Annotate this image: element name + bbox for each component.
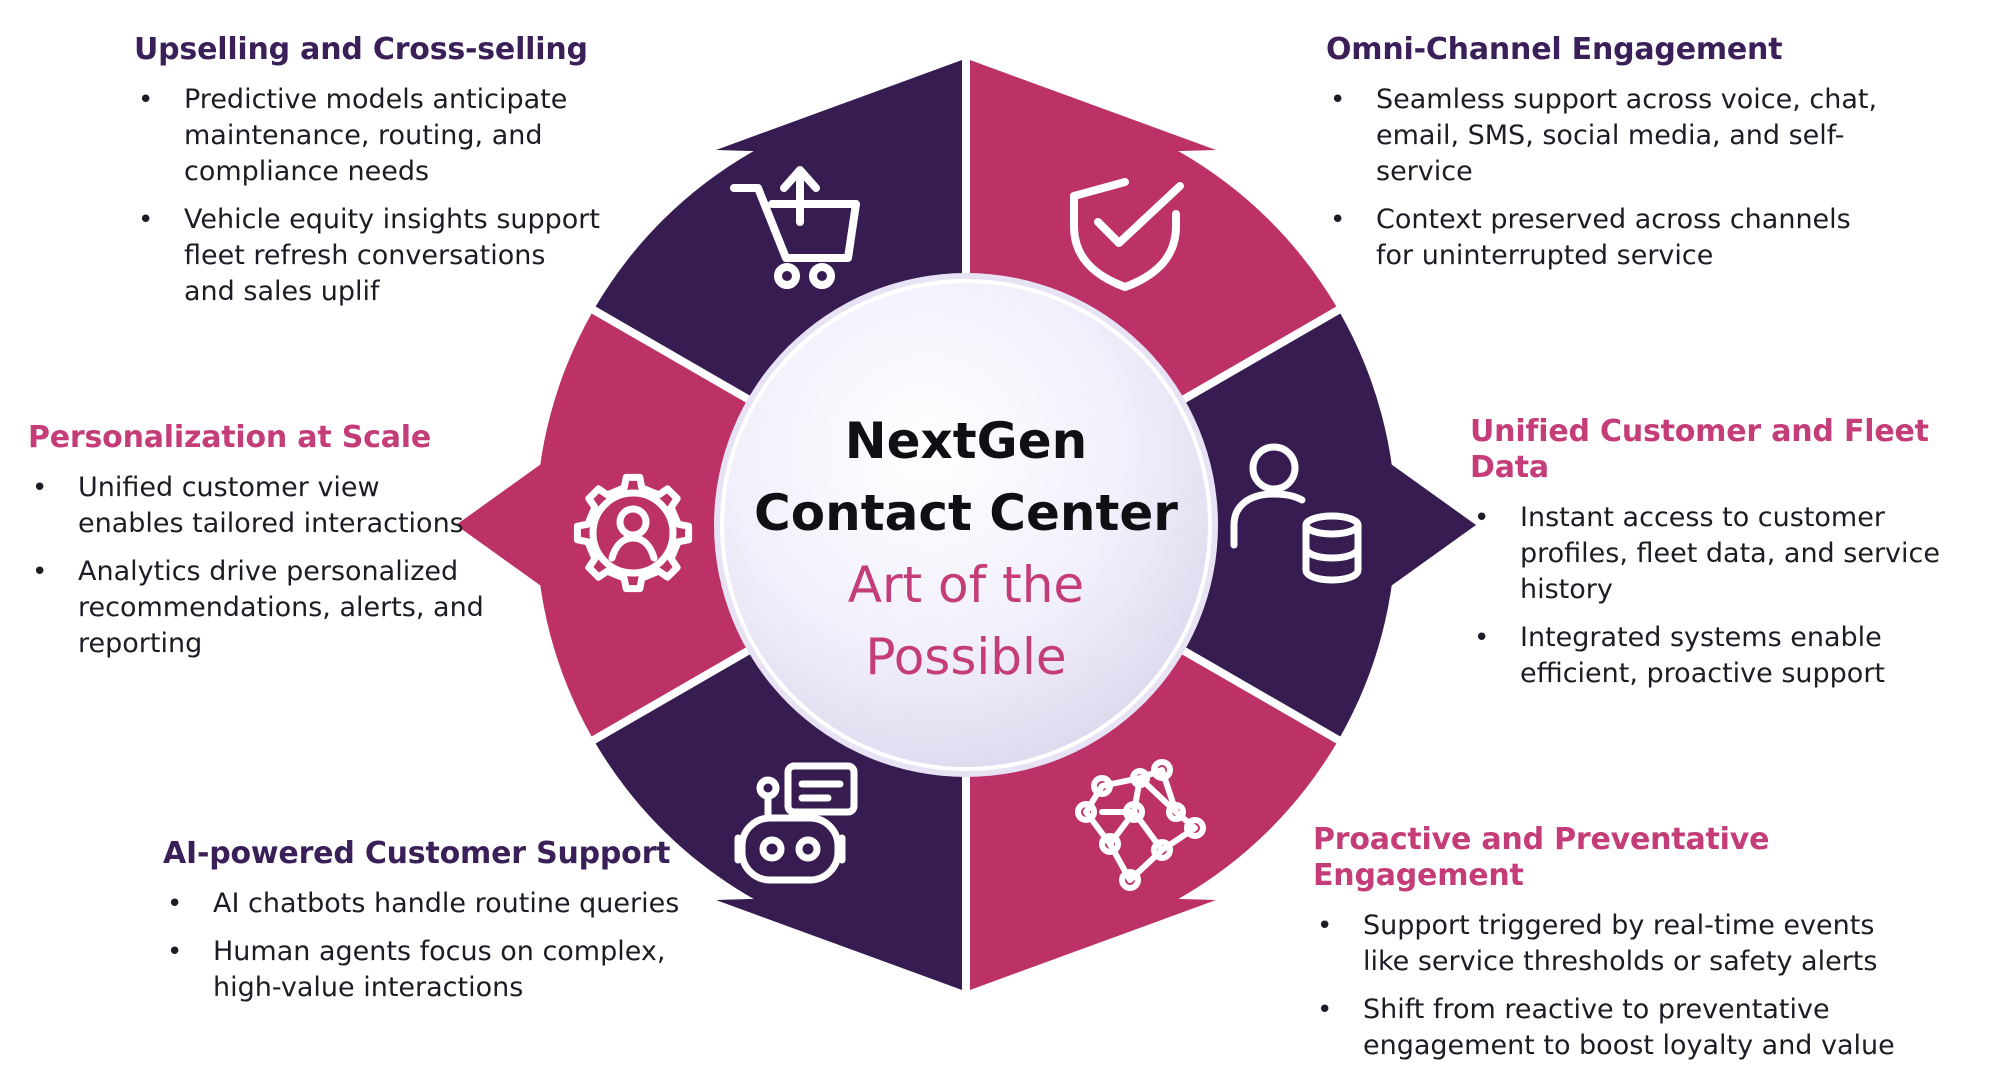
ring-segment [969, 95, 1337, 402]
ring-arrow-tip [716, 60, 962, 155]
panel-upselling: Upselling and Cross-selling •Predictive … [134, 32, 604, 322]
shopping-cart-upload-icon [730, 166, 860, 289]
panel-title: AI-powered Customer Support [163, 836, 671, 871]
center-title-line1: NextGen [844, 412, 1088, 470]
center-circle [720, 279, 1212, 771]
panel-title: Omni-Channel Engagement [1326, 32, 1783, 67]
bullet-item: •Instant access to customer profiles, fl… [1474, 502, 1940, 605]
ring-segment [969, 648, 1337, 955]
panel-personalization: Personalization at Scale •Unified custom… [28, 420, 488, 674]
bullet-item: •Unified customer view enables tailored … [32, 472, 464, 539]
center-title: NextGen Contact Center Art of the Possib… [706, 405, 1226, 693]
ring-arrow-tip [970, 895, 1216, 990]
panel-title: Upselling and Cross-selling [134, 32, 588, 67]
center-title-line2: Contact Center [754, 484, 1178, 542]
bullet-item: •Shift from reactive to preventative eng… [1317, 994, 1895, 1061]
panel-title: Unified Customer and Fleet Data [1470, 414, 1929, 485]
panel-unified-data: Unified Customer and Fleet Data •Instant… [1470, 414, 1990, 704]
bullet-item: •AI chatbots handle routine queries [167, 888, 680, 919]
bullet-item: •Seamless support across voice, chat, em… [1330, 84, 1878, 187]
user-database-icon [1230, 443, 1362, 584]
network-nodes-icon [1075, 759, 1206, 891]
center-subtitle-line1: Art of the [847, 556, 1085, 614]
chatbot-robot-icon [734, 762, 858, 884]
ring-arrow-tip [716, 895, 962, 990]
bullet-item: •Analytics drive personalized recommenda… [32, 556, 484, 659]
ring-arrow-tip [970, 60, 1216, 155]
ring-arrow-tip [1344, 430, 1476, 620]
center-subtitle-line2: Possible [865, 628, 1067, 686]
ring-segment [1175, 313, 1396, 737]
panel-title: Personalization at Scale [28, 420, 431, 455]
ring-segment [595, 648, 963, 955]
bullet-item: •Vehicle equity insights support fleet r… [138, 204, 600, 307]
panel-proactive: Proactive and Preventative Engagement •S… [1313, 822, 1913, 1076]
panel-omni-channel: Omni-Channel Engagement •Seamless suppor… [1326, 32, 1896, 286]
bullet-item: •Integrated systems enable efficient, pr… [1474, 622, 1886, 689]
gear-person-icon [573, 473, 693, 593]
cycle-diagram [456, 60, 1476, 990]
bullet-item: •Support triggered by real-time events l… [1317, 910, 1878, 977]
panel-title: Proactive and Preventative Engagement [1313, 822, 1770, 893]
ring-arrow-tip [456, 430, 588, 620]
bullet-item: •Context preserved across channels for u… [1330, 204, 1851, 271]
bullet-item: •Human agents focus on complex, high-val… [167, 936, 666, 1003]
shield-check-icon [1070, 178, 1184, 291]
bullet-item: •Predictive models anticipate maintenanc… [138, 84, 568, 187]
panel-ai-support: AI-powered Customer Support •AI chatbots… [163, 836, 693, 1018]
